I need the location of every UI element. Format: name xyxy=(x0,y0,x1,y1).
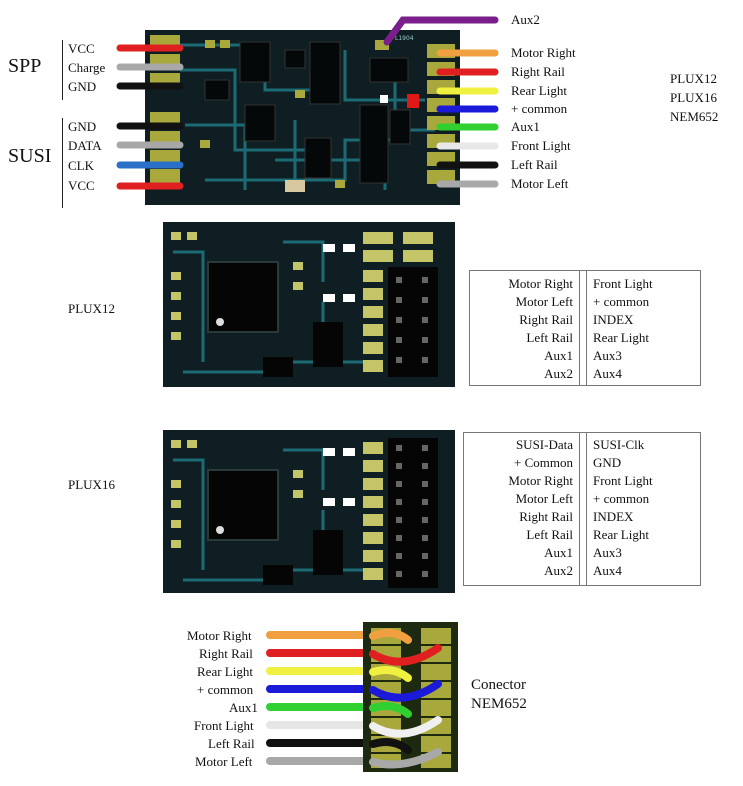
plux16-right-pin: INDEX xyxy=(593,509,634,524)
plux16-pin-table: SUSI-Data + Common Motor Right Motor Lef… xyxy=(463,432,701,586)
plux12-right-pin: Aux4 xyxy=(593,366,622,381)
plux12-left-pin: Aux1 xyxy=(544,348,573,363)
plux16-left-pin: Motor Right xyxy=(508,473,573,488)
plux12-left-column: Motor Right Motor Left Right Rail Left R… xyxy=(470,271,580,385)
nem652-title-line2: NEM652 xyxy=(471,696,527,712)
nem-pin-motor-left: Motor Left xyxy=(195,754,253,769)
susi-bracket xyxy=(62,118,63,208)
plux12-left-pin: Motor Right xyxy=(508,276,573,291)
plux16-right-pin: Aux3 xyxy=(593,545,622,560)
plux16-right-pin: + common xyxy=(593,491,650,506)
plux16-left-pin: Aux2 xyxy=(544,563,573,578)
aux2-wire xyxy=(383,16,499,46)
plux16-right-pin: Rear Light xyxy=(593,527,649,542)
pin-label-front-light: Front Light xyxy=(511,138,571,153)
spp-pin-charge: Charge xyxy=(68,60,106,75)
nem652-connector xyxy=(363,622,458,772)
plux16-right-pin: GND xyxy=(593,455,622,470)
plux12-board xyxy=(163,222,455,387)
nem-pin-front-light: Front Light xyxy=(194,718,254,733)
spp-group-label: SPP xyxy=(8,55,42,77)
susi-pin-data: DATA xyxy=(68,138,102,153)
nem-pin-rear-light: Rear Light xyxy=(197,664,253,679)
plux12-right-pin: INDEX xyxy=(593,312,634,327)
interface-plux16: PLUX16 xyxy=(670,90,717,105)
plux16-left-pin: Aux1 xyxy=(544,545,573,560)
nem-pin-motor-right: Motor Right xyxy=(187,628,252,643)
spp-pin-gnd: GND xyxy=(68,79,97,94)
plux12-right-column: Front Light + common INDEX Rear Light Au… xyxy=(586,271,700,385)
chip-marking: L1904 xyxy=(395,35,414,42)
pin-label-plus-common: + common xyxy=(511,101,568,116)
spp-bracket xyxy=(62,40,63,100)
pin-label-aux1: Aux1 xyxy=(511,119,540,134)
plux12-right-pin: Front Light xyxy=(593,276,653,291)
nem-pin-left-rail: Left Rail xyxy=(208,736,255,751)
susi-group-label: SUSI xyxy=(8,145,52,167)
plux16-left-pin: Motor Left xyxy=(515,491,573,506)
nem-pin-right-rail: Right Rail xyxy=(199,646,253,661)
plux12-right-pin: Aux3 xyxy=(593,348,622,363)
plux16-left-pin: Right Rail xyxy=(519,509,573,524)
plux16-right-pin: Aux4 xyxy=(593,563,622,578)
pin-label-left-rail: Left Rail xyxy=(511,157,558,172)
plux16-board xyxy=(163,430,455,593)
plux12-left-pin: Right Rail xyxy=(519,312,573,327)
spp-pin-vcc: VCC xyxy=(68,41,95,56)
top-left-wires xyxy=(116,44,184,190)
plux16-right-column: SUSI-Clk GND Front Light + common INDEX … xyxy=(586,433,700,585)
nem652-wires xyxy=(266,631,365,765)
plux16-right-pin: Front Light xyxy=(593,473,653,488)
interface-plux12: PLUX12 xyxy=(670,71,717,86)
pin-label-motor-left: Motor Left xyxy=(511,176,569,191)
plux16-left-pin: Left Rail xyxy=(526,527,573,542)
plux12-left-pin: Left Rail xyxy=(526,330,573,345)
plux12-right-pin: + common xyxy=(593,294,650,309)
plux12-left-pin: Motor Left xyxy=(515,294,573,309)
plux16-label: PLUX16 xyxy=(68,477,115,492)
nem652-title-line1: Conector xyxy=(471,677,526,693)
nem-pin-aux1: Aux1 xyxy=(229,700,258,715)
susi-pin-vcc: VCC xyxy=(68,178,95,193)
pin-label-aux2: Aux2 xyxy=(511,12,540,27)
plux16-left-pin: + Common xyxy=(514,455,573,470)
plux12-right-pin: Rear Light xyxy=(593,330,649,345)
susi-pin-gnd: GND xyxy=(68,119,97,134)
plux16-right-pin: SUSI-Clk xyxy=(593,437,645,452)
plux16-left-pin: SUSI-Data xyxy=(515,437,573,452)
interface-nem652: NEM652 xyxy=(670,109,719,124)
nem-pin-plus-common: + common xyxy=(197,682,254,697)
pin-label-right-rail: Right Rail xyxy=(511,64,565,79)
plux12-label: PLUX12 xyxy=(68,301,115,316)
pin-label-rear-light: Rear Light xyxy=(511,83,567,98)
susi-pin-clk: CLK xyxy=(68,158,94,173)
pin-label-motor-right: Motor Right xyxy=(511,45,576,60)
plux12-pin-table: Motor Right Motor Left Right Rail Left R… xyxy=(469,270,701,386)
plux16-left-column: SUSI-Data + Common Motor Right Motor Lef… xyxy=(464,433,580,585)
top-right-wires xyxy=(383,16,499,188)
plux12-left-pin: Aux2 xyxy=(544,366,573,381)
